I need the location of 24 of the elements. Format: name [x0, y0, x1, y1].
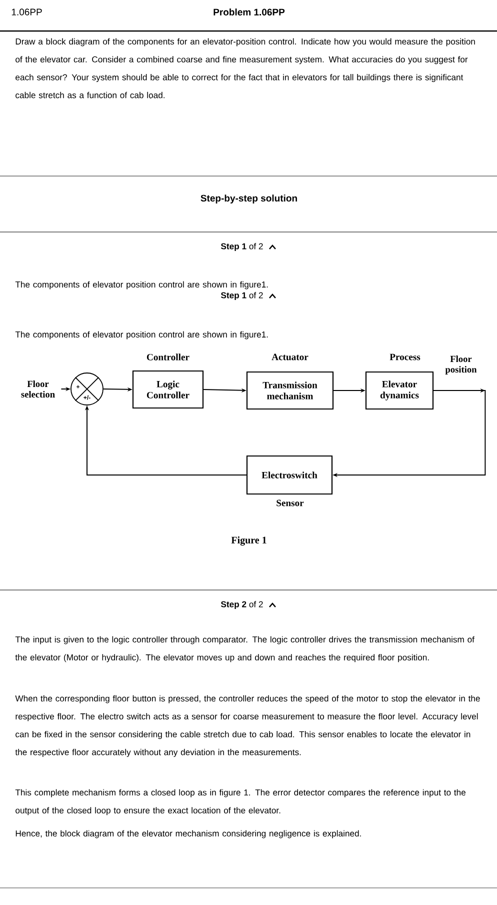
- block-role: Sensor: [276, 500, 304, 506]
- page-number: 1.06PP: [12, 8, 42, 16]
- paragraph: The components of elevator position control are shown in figure1.: [15, 281, 268, 290]
- section-heading: Step-by-step solution: [200, 194, 297, 204]
- paragraph: This complete mechanism forms a closed loop as in figure 1. The error detector compares the reference input to the output of the closed loop to ensure the exact location of the elevator.: [15, 789, 466, 816]
- signal-label: Floor selection: [21, 380, 55, 398]
- block-role: Controller: [146, 354, 190, 360]
- block: Transmission mechanism: [246, 371, 334, 410]
- paragraph: Hence, the block diagram of the elevator mechanism considering negligence is explained.: [16, 830, 361, 838]
- paragraph: The input is given to the logic controller through comparator. The logic controller drives the transmission mechanism of the elevator (Motor or hydraulic). The elevator moves up and down and reaches the required floor position.: [15, 636, 474, 662]
- paragraph: Draw a block diagram of the components for an elevator-position control. Indicate how you would measure the position of the elevator car. Consider a combined coarse and fine measurement system. What accuracies do you suggest for each sensor? Your system should be able to correct for the fact that in elevators for tall buildings there is significant cable stretch as a function of cab load.: [16, 38, 475, 98]
- block: Electroswitch: [246, 455, 333, 495]
- block-role: Process: [390, 354, 420, 360]
- figure-caption: Figure 1: [231, 536, 266, 546]
- block-role: Actuator: [272, 354, 308, 360]
- page-title: Problem 1.06PP: [214, 8, 285, 16]
- step-heading: Step 2 of 2: [220, 601, 263, 609]
- block: Elevator dynamics: [365, 371, 434, 410]
- paragraph: When the corresponding floor button is pressed, the controller reduces the speed of the motor to stop the elevator in the respective floor. The electro switch acts as a sensor for coarse measurement to measure the floor level. Accuracy level can be fixed in the sensor considering the cable stretch due to cab load. This sensor enables to locate the elevator in the respective floor accurately without any deviation in the measurements.: [15, 695, 480, 757]
- signal-label: Floor position: [445, 356, 477, 374]
- step-heading: Step 1 of 2: [220, 292, 263, 300]
- block: Logic Controller: [132, 370, 204, 409]
- paragraph: The components of elevator position control are shown in figure1.: [15, 331, 268, 340]
- step-heading: Step 1 of 2: [220, 243, 263, 252]
